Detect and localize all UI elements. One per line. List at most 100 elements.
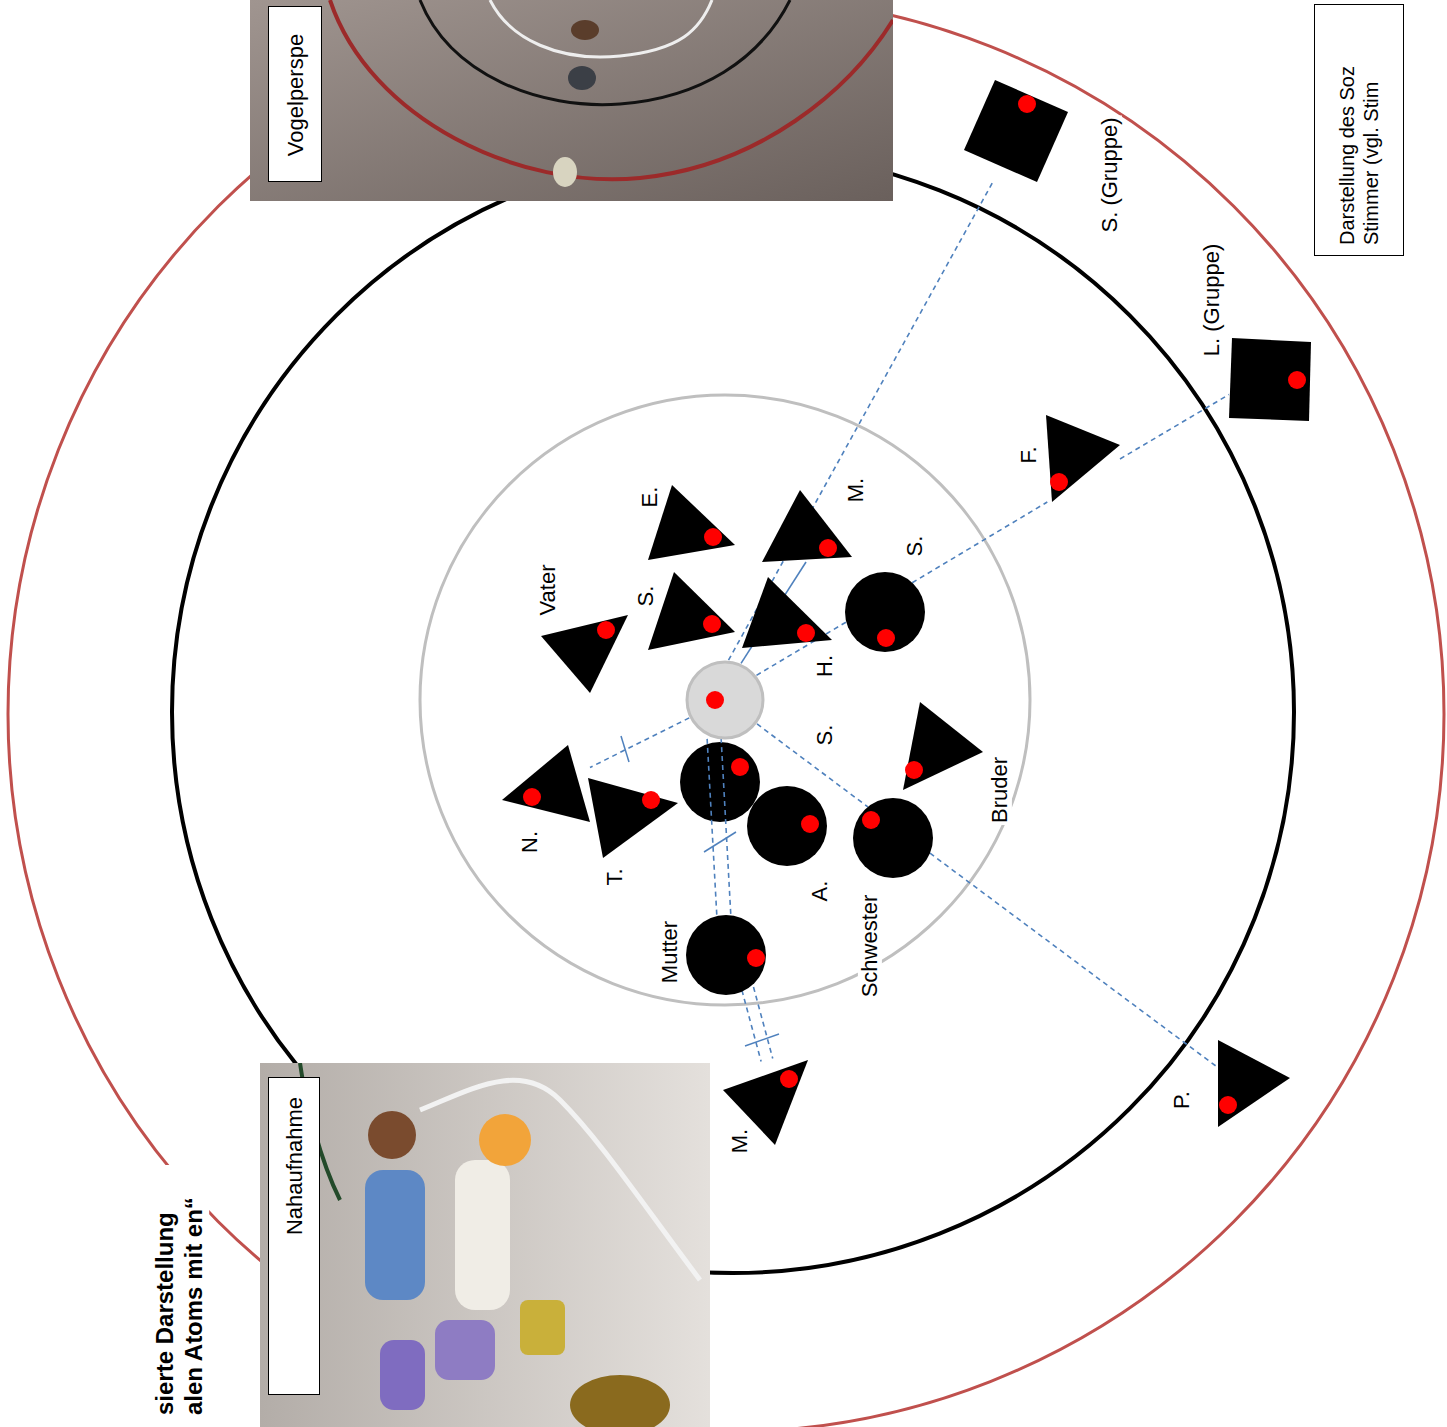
photo-label: Nahaufnahme (283, 1097, 307, 1235)
node-outline (1218, 1040, 1290, 1127)
person-label: E. (638, 485, 662, 510)
photo-figure (365, 1170, 425, 1300)
node-shape (845, 572, 925, 652)
female-circle: Mutter (686, 915, 766, 995)
node-shape (541, 615, 628, 693)
node-outline (1046, 415, 1120, 502)
person-label: S. (Gruppe) (1098, 116, 1122, 235)
photo-label-box: Vogelperspe (268, 6, 322, 182)
node-outline (853, 798, 933, 878)
node-outline (964, 80, 1068, 182)
photo-figure (553, 157, 577, 187)
node-shape (762, 490, 852, 562)
person-label: H. (813, 653, 837, 679)
person-circle (680, 742, 760, 822)
red-dot (801, 815, 819, 833)
photo-figure (455, 1160, 510, 1310)
node-shape (903, 702, 983, 790)
node-shape (747, 786, 827, 866)
relation-line (930, 853, 1218, 1067)
node-outline (742, 577, 832, 648)
red-dot (862, 811, 880, 829)
outer-ring (8, 0, 1444, 1427)
red-dot (797, 624, 815, 642)
red-dot (704, 528, 722, 546)
photo-figure (435, 1320, 495, 1380)
red-dot (642, 791, 660, 809)
red-dot (597, 621, 615, 639)
node-shape (964, 80, 1068, 182)
red-dot (780, 1070, 798, 1088)
person-label: S. (813, 723, 837, 748)
person-label: Schwester (858, 893, 882, 1000)
conflict-tick (745, 1034, 779, 1046)
photo-figure (479, 1114, 531, 1166)
male-triangle: F. (1046, 415, 1120, 502)
male-triangle: Vater (541, 615, 628, 693)
person-label: M. (728, 1127, 752, 1155)
photo-closeup (260, 1063, 710, 1427)
conflict-tick (704, 832, 736, 852)
node-outline (903, 702, 983, 790)
photo-birdseye (250, 0, 893, 201)
red-dot (523, 788, 541, 806)
node-shape (648, 572, 735, 650)
node-outline (1229, 338, 1311, 421)
person-label: A. (808, 879, 832, 904)
conflict-tick (621, 736, 629, 762)
female-circle: S. (845, 572, 925, 652)
red-dot (1288, 371, 1306, 389)
photo-black-cord (420, 0, 790, 105)
person-label: L. (Gruppe) (1200, 242, 1224, 359)
relation-line (729, 182, 993, 660)
male-triangle: M. (723, 1060, 808, 1145)
male-triangle: S. (648, 572, 735, 650)
photo-figure (570, 1375, 670, 1427)
node-shape (853, 798, 933, 878)
relation-line (590, 718, 689, 768)
person-label: Vater (536, 563, 560, 618)
caption-box: Darstellung des Soz Stimmer (vgl. Stim (1314, 4, 1404, 256)
photo-figure (571, 20, 599, 40)
node-shape (1229, 338, 1311, 421)
red-dot (877, 629, 895, 647)
photo-figure (568, 66, 596, 90)
person-label: N. (518, 829, 542, 855)
male-triangle: H. (742, 577, 832, 648)
red-dot (819, 539, 837, 557)
female-circle: Schwester (853, 798, 933, 878)
node-shape (1046, 415, 1120, 502)
person-label: M. (844, 476, 868, 504)
person-label: T. (603, 866, 627, 887)
node-shape (588, 778, 678, 858)
person-label: Mutter (658, 919, 682, 985)
red-dot (703, 615, 721, 633)
red-dot (1219, 1096, 1237, 1114)
person-label: F. (1017, 444, 1041, 465)
group-square: S. (Gruppe) (964, 80, 1068, 182)
node-shape (685, 660, 765, 740)
node-outline (541, 615, 628, 693)
photo-figure (368, 1111, 416, 1159)
photo-label-box: Nahaufnahme (268, 1077, 320, 1395)
female-circle: A. (747, 786, 827, 866)
photo-ground (260, 1063, 710, 1427)
person-label: P. (1170, 1089, 1194, 1111)
male-triangle: Bruder (903, 702, 983, 790)
node-shape (1218, 1040, 1290, 1127)
group-square: L. (Gruppe) (1229, 338, 1311, 421)
male-triangle: T. (588, 778, 678, 858)
node-outline (686, 915, 766, 995)
male-triangle: E. (648, 485, 735, 560)
photo-label: Vogelperspe (284, 34, 308, 156)
male-triangle: N. (502, 745, 590, 822)
red-dot (905, 761, 923, 779)
title: sierte Darstellung alen Atoms mit en“ (151, 1165, 209, 1415)
relation-line (912, 502, 1047, 583)
relation-line (707, 738, 731, 915)
male-triangle: M. (762, 490, 852, 562)
photo-figure (520, 1300, 565, 1355)
node-shape (686, 915, 766, 995)
node-outline (762, 490, 852, 562)
